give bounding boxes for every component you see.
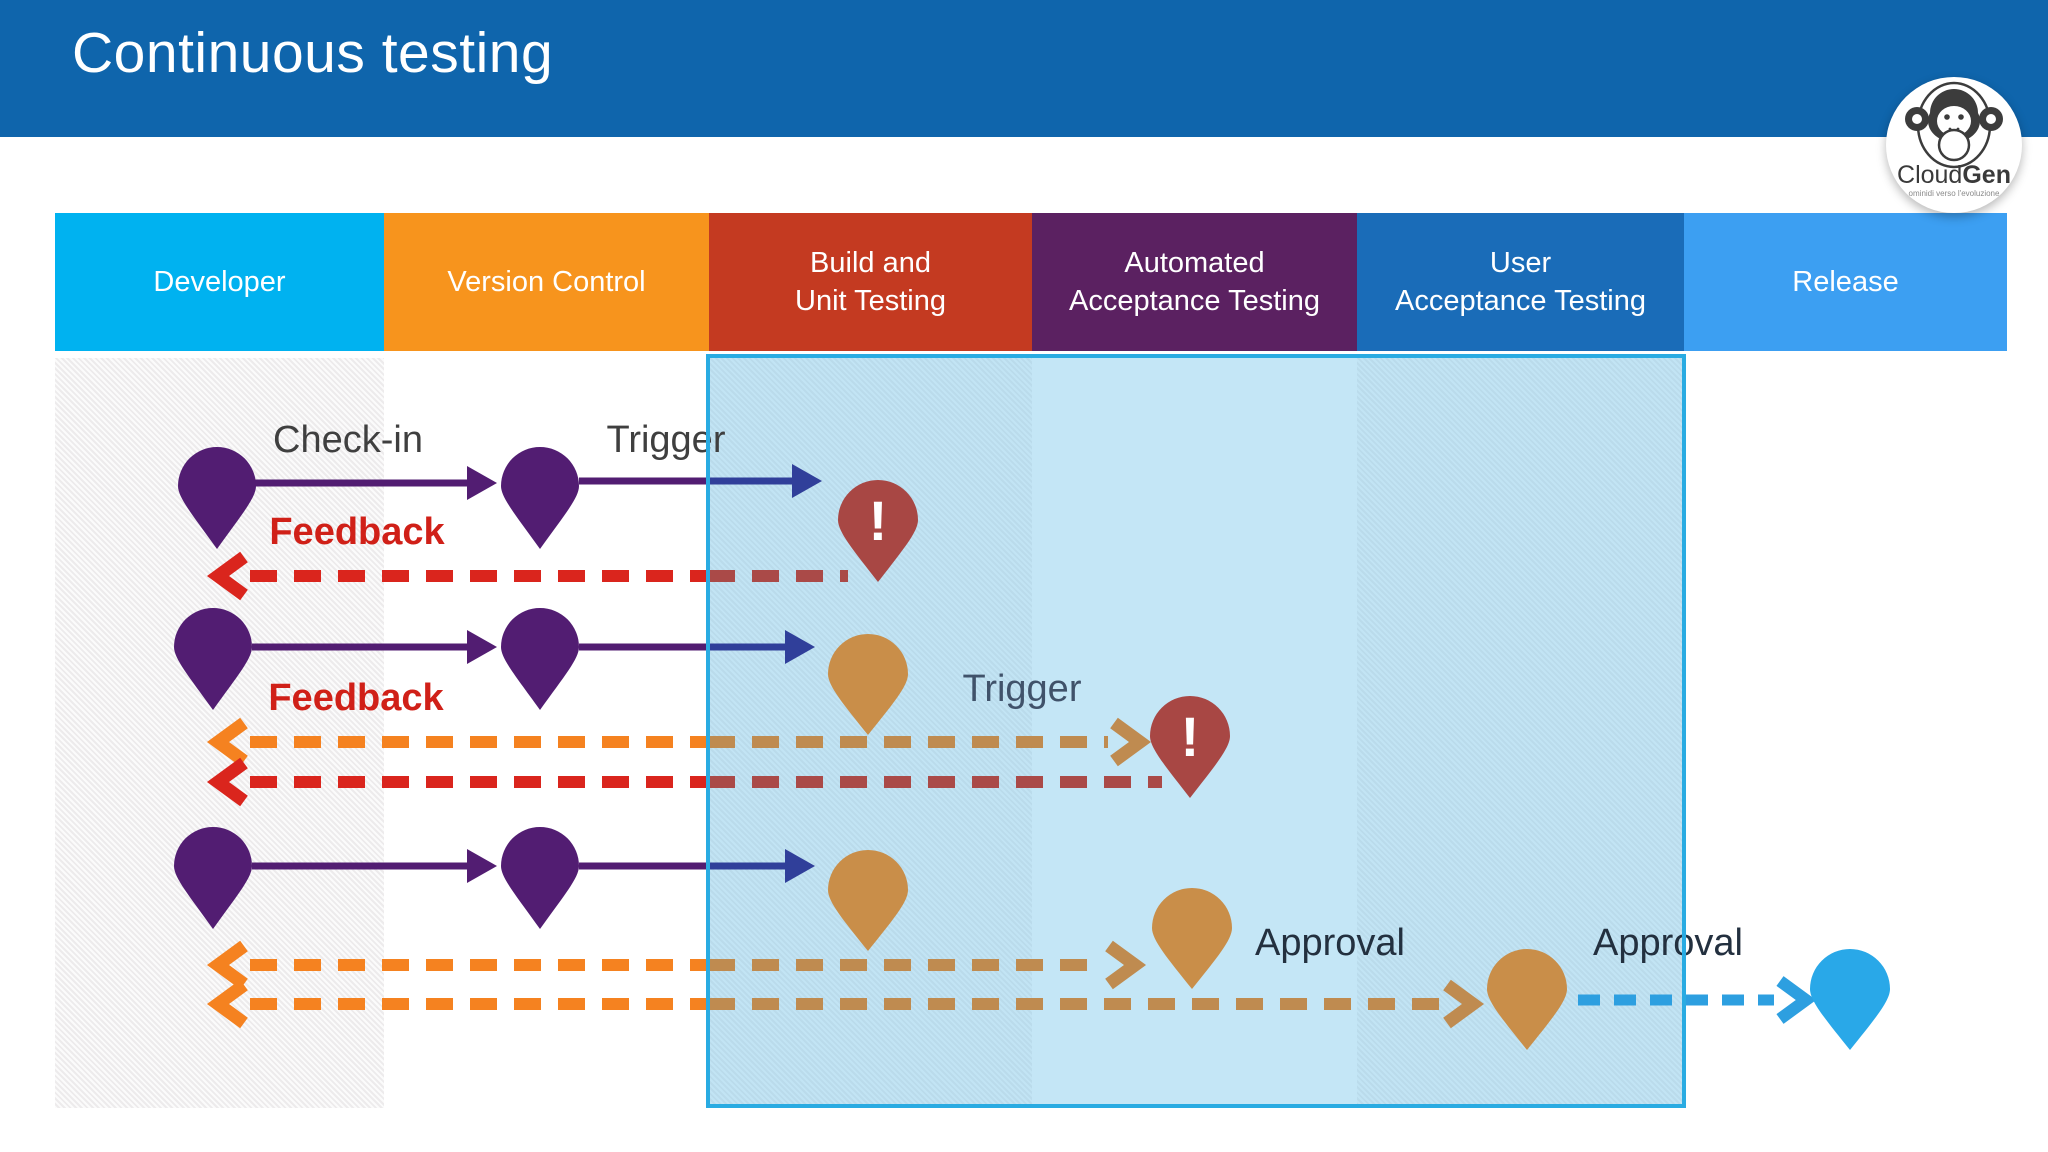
title-bar: Continuous testing [0, 0, 2048, 137]
column-bg-user-acceptance-testing [1357, 358, 1684, 1108]
trigger-arrow-2-arrowhead [785, 630, 815, 664]
pin-developer-3 [174, 827, 252, 929]
flow-label-approval-6: Approval [1593, 922, 1743, 964]
checkin-arrow-1-arrowhead [467, 466, 497, 500]
pin-developer-2 [174, 608, 252, 710]
testing-scope-overlay-border [706, 354, 1686, 1108]
logo-tagline: ominidi verso l'evoluzione [1908, 189, 2000, 198]
feedback-dash-3-left-arrowhead [206, 757, 248, 807]
pin-build-pass-3 [828, 850, 908, 951]
flow-label-approval-5: Approval [1255, 922, 1405, 964]
feedback-dash-2-right-arrowhead [1110, 717, 1152, 767]
trigger-arrow-1-arrowhead [792, 464, 822, 498]
flow-label-feedback-3: Feedback [268, 677, 444, 719]
pin-uat-pass-3 [1487, 949, 1567, 1050]
feedback-dash-4-right-arrowhead [1105, 940, 1147, 990]
pin-aat-pass-3 [1152, 888, 1232, 989]
flow-label-check-in-0: Check-in [273, 419, 423, 461]
approval-dash-2-right-arrowhead [1776, 976, 1817, 1024]
feedback-dash-2-left-arrowhead [206, 717, 248, 767]
trigger-arrow-3-arrowhead [785, 849, 815, 883]
flow-label-trigger-4: Trigger [963, 668, 1082, 710]
approval-dash-1-right-arrowhead [1443, 979, 1485, 1029]
pin-build-fail-1-alert-mark: ! [869, 489, 888, 552]
pin-aat-fail-2 [1150, 696, 1230, 798]
pin-aat-fail-2-alert-mark: ! [1181, 705, 1200, 768]
logo-name: CloudGen [1897, 161, 2011, 189]
pin-build-pass-2 [828, 634, 908, 735]
column-bg-build-unit-testing [709, 358, 1032, 1108]
stage-version-control: Version Control [384, 213, 709, 351]
pin-developer-1 [178, 447, 256, 549]
column-bg-automated-acceptance-testing [1032, 358, 1357, 1108]
page-title: Continuous testing [72, 21, 554, 85]
column-bg-release [1684, 358, 2007, 1108]
pin-release [1810, 949, 1890, 1050]
checkin-arrow-2-arrowhead [467, 630, 497, 664]
pin-version-control-1 [501, 447, 579, 549]
cloudgen-logo: CloudGen ominidi verso l'evoluzione [1886, 77, 2022, 213]
stage-developer: Developer [55, 213, 384, 351]
stage-release: Release [1684, 213, 2007, 351]
checkin-arrow-3-arrowhead [467, 849, 497, 883]
feedback-dash-1-left-arrowhead [206, 551, 248, 601]
pin-version-control-2 [501, 608, 579, 710]
flow-label-trigger-1: Trigger [607, 419, 726, 461]
column-bg-developer [55, 358, 384, 1108]
feedback-dash-4-left-arrowhead [206, 940, 248, 990]
flow-label-feedback-2: Feedback [269, 511, 445, 553]
column-bg-version-control [384, 358, 709, 1108]
monkey-icon [1905, 81, 2003, 169]
testing-scope-overlay-fill [706, 354, 1686, 1108]
approval-dash-1-left-arrowhead [206, 979, 248, 1029]
pin-build-fail-1 [838, 480, 918, 582]
pin-version-control-3 [501, 827, 579, 929]
